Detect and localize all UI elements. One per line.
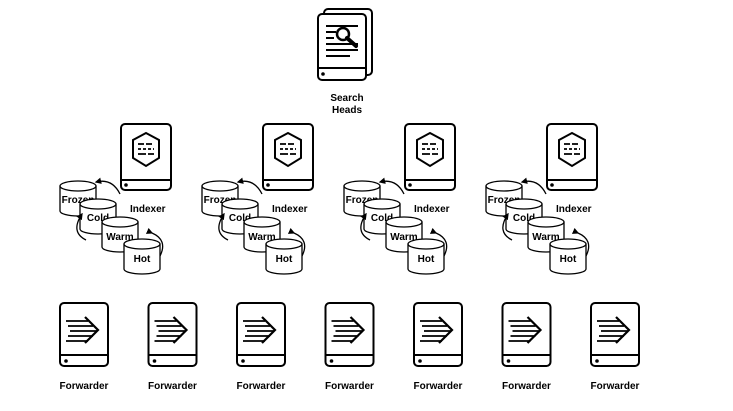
forwarder-label: Forwarder (414, 381, 463, 392)
indexer-server-icon (546, 123, 598, 191)
forwarder: Forwarder (413, 302, 463, 392)
forwarder-label: Forwarder (60, 381, 109, 392)
forwarder: Forwarder (147, 302, 198, 392)
rollover-arrow-hot-to-warm (571, 227, 590, 257)
rollover-arrow-hot-to-warm (145, 227, 164, 257)
bucket-warm: Warm (101, 216, 139, 253)
bucket-hot-label: Hot (134, 254, 151, 265)
rollover-arrow-warm-to-cold (502, 212, 513, 241)
indexer-server-icon (262, 123, 314, 191)
bucket-hot-label: Hot (276, 254, 293, 265)
indexer-label: Indexer (556, 204, 592, 215)
forwarder: Forwarder (590, 302, 640, 392)
forwarder-icon (147, 302, 198, 367)
bucket-frozen-label: Frozen (346, 195, 379, 206)
search-document-icon (317, 8, 373, 81)
search-head: Search Heads (317, 8, 373, 116)
rollover-arrow-warm-to-cold (360, 212, 371, 241)
forwarder: Forwarder (501, 302, 552, 392)
indexer-label: Indexer (272, 204, 308, 215)
rollover-arrow-warm-to-cold (218, 212, 229, 241)
forwarder-icon (236, 302, 286, 367)
rollover-arrow-warm-to-cold (76, 212, 87, 241)
indexer-group: Indexer Frozen Cold Warm Hot (59, 123, 172, 275)
indexer-group: Indexer Frozen Cold Warm Hot (343, 123, 456, 275)
bucket-warm-label: Warm (106, 232, 134, 243)
rollover-arrow-hot-to-warm (287, 227, 306, 257)
rollover-arrow-cold-to-frozen (236, 177, 263, 195)
indexer-label: Indexer (414, 204, 450, 215)
forwarder: Forwarder (236, 302, 286, 392)
forwarder-icon (413, 302, 463, 367)
rollover-arrow-cold-to-frozen (378, 177, 405, 195)
bucket-cold-label: Cold (371, 213, 393, 224)
rollover-arrow-cold-to-frozen (94, 177, 121, 195)
forwarder-label: Forwarder (591, 381, 640, 392)
bucket-cold-label: Cold (87, 213, 109, 224)
rollover-arrow-cold-to-frozen (520, 177, 547, 195)
forwarder: Forwarder (59, 302, 109, 392)
bucket-warm-label: Warm (532, 232, 560, 243)
indexer-group: Indexer Frozen Cold Warm Hot (485, 123, 598, 275)
bucket-frozen-label: Frozen (204, 195, 237, 206)
bucket-frozen-label: Frozen (488, 195, 521, 206)
search-head-label-line1: Search (330, 93, 363, 104)
search-head-label-line2: Heads (332, 105, 362, 116)
bucket-warm-label: Warm (390, 232, 418, 243)
forwarder-label: Forwarder (502, 381, 551, 392)
bucket-hot: Hot (407, 238, 445, 275)
bucket-hot: Hot (123, 238, 161, 275)
forwarder: Forwarder (324, 302, 375, 392)
bucket-frozen-label: Frozen (62, 195, 95, 206)
indexer-label: Indexer (130, 204, 166, 215)
bucket-warm-label: Warm (248, 232, 276, 243)
forwarder-icon (59, 302, 109, 367)
forwarder-icon (501, 302, 552, 367)
bucket-hot-label: Hot (418, 254, 435, 265)
forwarder-label: Forwarder (325, 381, 374, 392)
forwarder-label: Forwarder (148, 381, 197, 392)
forwarder-label: Forwarder (237, 381, 286, 392)
indexer-group: Indexer Frozen Cold Warm Hot (201, 123, 314, 275)
bucket-hot-label: Hot (560, 254, 577, 265)
indexer-server-icon (404, 123, 456, 191)
bucket-hot: Hot (265, 238, 303, 275)
bucket-cold-label: Cold (513, 213, 535, 224)
indexer-server-icon (120, 123, 172, 191)
forwarder-icon (590, 302, 640, 367)
bucket-cold-label: Cold (229, 213, 251, 224)
bucket-hot: Hot (549, 238, 587, 275)
rollover-arrow-hot-to-warm (429, 227, 448, 257)
forwarder-icon (324, 302, 375, 367)
